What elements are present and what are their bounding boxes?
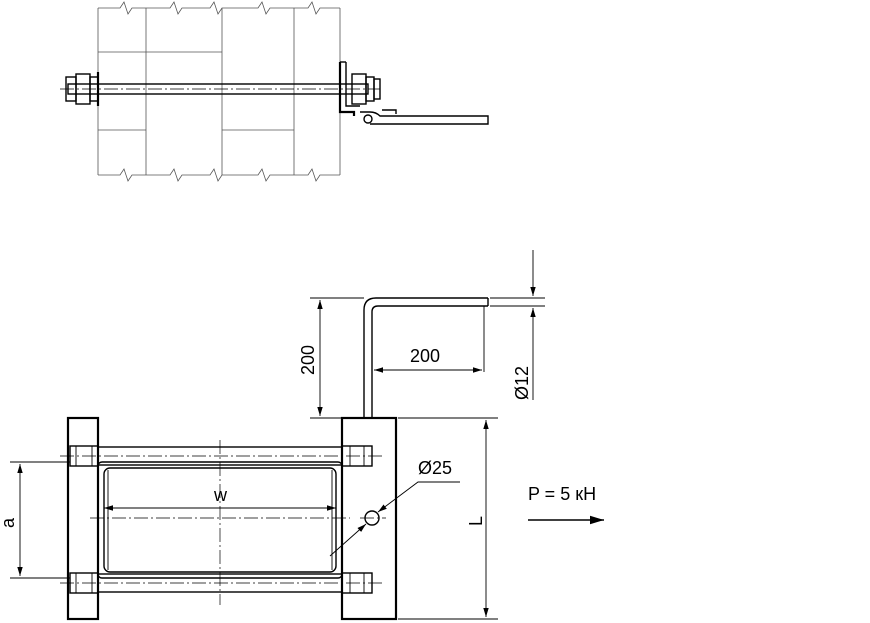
wall-section — [97, 1, 341, 182]
through-bolt — [60, 83, 380, 95]
left-plate — [66, 416, 100, 621]
dim-arm-horizontal: 200 — [374, 306, 485, 373]
width-label: w — [213, 485, 228, 505]
arm-horizontal-label: 200 — [410, 346, 440, 366]
dim-rod-diameter: Ø12 — [490, 250, 545, 400]
top-view — [60, 1, 489, 182]
front-view: 200 200 Ø12 Ø25 w a — [0, 250, 604, 621]
rod-diameter-label: Ø12 — [512, 366, 532, 400]
load-arrow: P = 5 кН — [528, 484, 604, 525]
anchor-rod-top — [360, 109, 489, 125]
dim-spacing: a — [0, 461, 70, 579]
dim-hole-diameter: Ø25 — [329, 458, 460, 557]
arm-vertical-label: 200 — [298, 345, 318, 375]
spacing-label: a — [0, 517, 18, 528]
load-label: P = 5 кН — [528, 484, 596, 504]
anchor-rod — [363, 297, 489, 418]
hole-diameter-label: Ø25 — [418, 458, 452, 478]
dim-arm-vertical: 200 — [298, 297, 364, 419]
dim-width: w — [104, 485, 336, 511]
dim-length: L — [398, 417, 498, 620]
angle-bracket — [338, 61, 360, 116]
left-nut-assembly — [65, 72, 100, 106]
lower-bolt — [60, 572, 382, 594]
upper-bolt — [60, 445, 382, 467]
length-label: L — [466, 516, 486, 526]
right-nut-assembly — [351, 73, 381, 105]
